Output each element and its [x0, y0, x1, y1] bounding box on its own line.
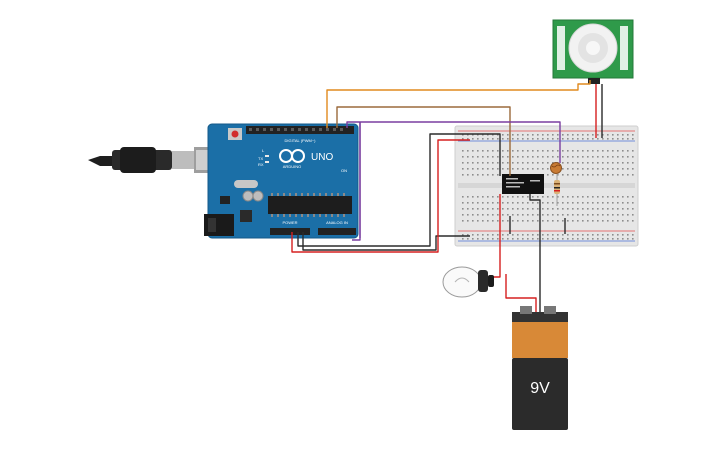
pir-sensor[interactable] — [552, 19, 634, 84]
wire-red-battery[interactable] — [505, 274, 537, 312]
tx-label: TX — [258, 156, 263, 161]
wire-red-upper[interactable] — [291, 139, 470, 253]
arduino-uno-board[interactable]: DIGITAL (PWM~) UNO ARDUINO TX RX L ON — [204, 123, 359, 239]
wire-brown[interactable] — [336, 106, 511, 176]
resistor[interactable] — [554, 174, 560, 206]
battery-9v[interactable]: 9V — [512, 306, 568, 430]
breadboard[interactable] — [454, 125, 639, 247]
wire-black-battery[interactable] — [529, 194, 541, 312]
analog-label: ANALOG IN — [326, 220, 348, 225]
power-header[interactable] — [270, 228, 310, 235]
wire-black-upper[interactable] — [297, 133, 501, 247]
arduino-logo — [279, 149, 305, 163]
light-bulb[interactable] — [442, 266, 494, 298]
photoresistor[interactable] — [550, 162, 562, 174]
crystal — [234, 180, 258, 188]
usb-cable[interactable] — [88, 147, 224, 173]
rx-label: RX — [258, 162, 264, 167]
battery-voltage-label: 9V — [530, 380, 550, 397]
uno-label: UNO — [311, 152, 333, 163]
power-label: POWER — [282, 220, 297, 225]
arduino-brand-label: ARDUINO — [283, 164, 301, 169]
wire-black-lower[interactable] — [302, 232, 470, 251]
analog-header[interactable] — [318, 228, 356, 235]
atmega-chip — [268, 196, 352, 214]
l-label: L — [262, 148, 265, 153]
relay-module[interactable] — [502, 174, 544, 194]
on-label: ON — [341, 168, 347, 173]
digital-header-label: DIGITAL (PWM~) — [285, 138, 317, 143]
wire-orange[interactable] — [326, 80, 591, 128]
